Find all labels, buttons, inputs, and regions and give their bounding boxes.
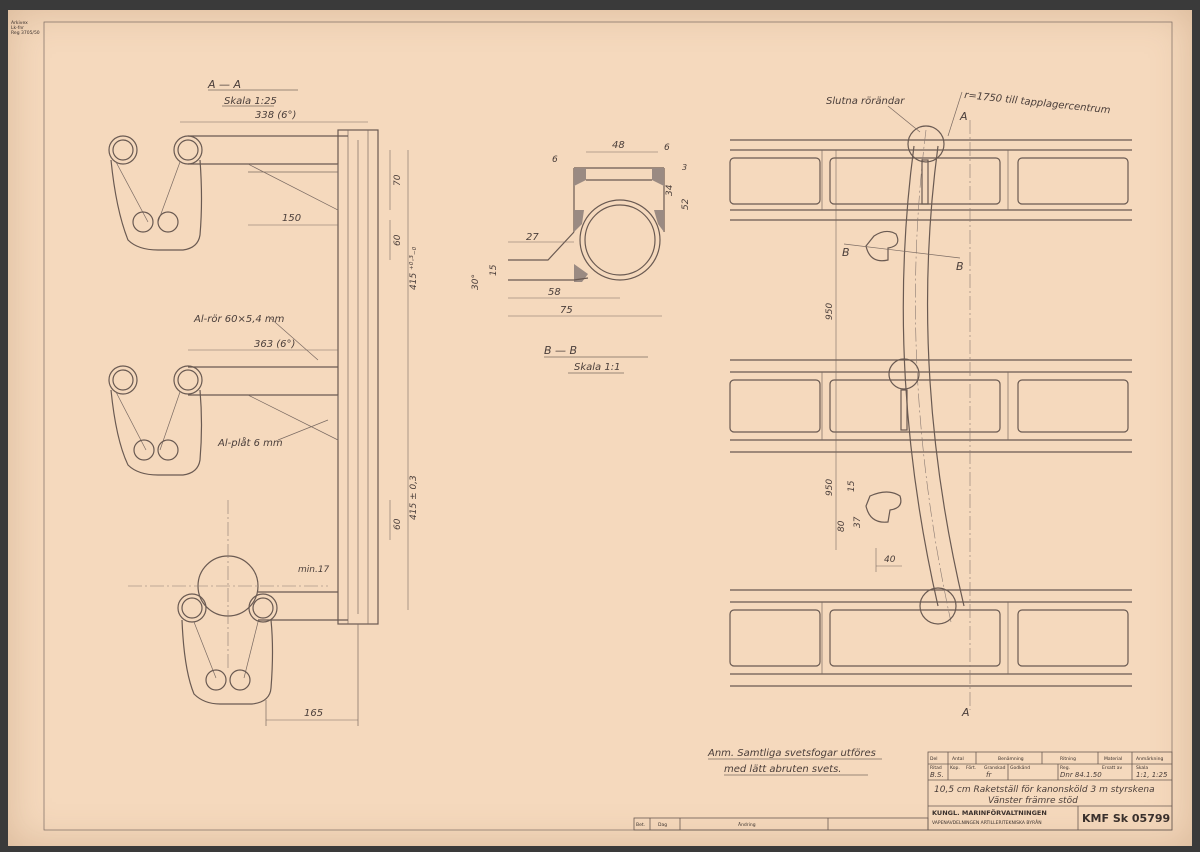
dim-27: 27: [526, 232, 539, 243]
drawing-sheet: Arkivex Lk-fnr Reg 3705/50 A — A Skala 1…: [8, 10, 1192, 846]
label-closed-ends: Slutna rörändar: [826, 96, 905, 107]
dim-60-bottom: 60: [393, 518, 403, 530]
tb-r-ersatt: Ersatt av: [1102, 765, 1123, 771]
side-view: A A B B Slutna rörändar r=1750 till tapp…: [729, 90, 1132, 719]
rev-h-dag: Dag: [658, 822, 667, 828]
tb-h-antal: Antal: [952, 756, 964, 762]
mark-a-top: A: [959, 110, 968, 123]
technical-drawing: Arkivex Lk-fnr Reg 3705/50 A — A Skala 1…: [11, 20, 1173, 831]
tb-v-granskad: fr: [986, 771, 992, 779]
stamp-line-2: Lk-fnr: [11, 25, 24, 31]
note-line-1: Anm. Samtliga svetsfogar utföres: [707, 748, 876, 759]
dim-150: 150: [282, 213, 301, 224]
rev-h-bet: Bet.: [636, 822, 645, 828]
mark-b-right: B: [956, 260, 964, 273]
section-aa-scale: Skala 1:25: [224, 96, 277, 107]
tb-r-reg: Reg.: [1060, 765, 1070, 771]
dim-80-side: 80: [837, 520, 847, 532]
dim-165: 165: [304, 708, 323, 719]
tb-h-material: Material: [1104, 756, 1122, 762]
tb-r-ritad: Ritad: [930, 765, 942, 771]
tb-r-kop: Kop.: [950, 765, 960, 771]
dim-950-bottom: 950: [825, 479, 835, 496]
sheet-border: [43, 21, 1173, 831]
dim-6-left: 6: [552, 155, 558, 165]
section-bb-scale: Skala 1:1: [574, 362, 620, 373]
dim-338: 338 (6°): [255, 110, 296, 121]
dim-6-right: 6: [664, 143, 670, 153]
dim-48: 48: [612, 140, 625, 151]
stamp-line-1: Arkivex: [11, 20, 28, 26]
tb-drawing-number: KMF Sk 05799: [1082, 812, 1170, 825]
section-bb-title: B — B: [544, 344, 577, 357]
tb-title-line-2: Vänster främre stöd: [988, 796, 1078, 806]
dim-15: 15: [489, 264, 499, 276]
dim-75: 75: [560, 305, 573, 316]
label-radius: r=1750 till tapplagercentrum: [964, 90, 1112, 116]
mark-b-left: B: [842, 246, 850, 259]
dim-60-top: 60: [393, 234, 403, 246]
section-aa-view: A — A Skala 1:25 338 (6°) 150: [108, 78, 419, 726]
tb-v-skala: 1:1, 1:25: [1136, 771, 1168, 779]
dim-950-top: 950: [825, 303, 835, 320]
label-al-plate: Al-plåt 6 mm: [217, 436, 283, 449]
dim-70: 70: [393, 174, 403, 186]
tb-r-godkand: Godkänd: [1010, 765, 1030, 771]
tb-org-line-2: VAPENAVDELNINGEN ARTILLERITEKNISKA BYRÅN: [932, 819, 1042, 826]
tb-v-ritad: B.S.: [930, 771, 944, 779]
mark-a-bottom: A: [961, 706, 970, 719]
dim-58: 58: [548, 287, 561, 298]
tb-h-del: Del: [930, 756, 937, 762]
tb-org-line-1: KUNGL. MARINFÖRVALTNINGEN: [932, 808, 1047, 817]
tb-r-granskad: Granskad: [984, 765, 1006, 771]
section-aa-title: A — A: [207, 78, 241, 91]
label-al-tube: Al-rör 60×5,4 mm: [193, 314, 285, 325]
tb-r-fort: Fört.: [966, 765, 976, 771]
dim-40-side: 40: [884, 555, 896, 565]
tb-h-benamning: Benämning: [998, 756, 1024, 762]
tb-title-line-1: 10,5 cm Raketställ för kanonsköld 3 m st…: [934, 785, 1155, 795]
stamp-line-3: Reg 3705/50: [11, 30, 40, 36]
dim-37-side: 37: [853, 516, 863, 528]
tb-h-anmarkning: Anmärkning: [1136, 756, 1163, 762]
dim-363: 363 (6°): [254, 339, 295, 350]
dim-15-side: 15: [847, 480, 857, 492]
label-min-17: min.17: [298, 565, 330, 575]
note-line-2: med lätt abruten svets.: [724, 764, 841, 775]
title-block: Del Antal Benämning Ritning Material Anm…: [633, 751, 1173, 831]
dim-3: 3: [682, 163, 687, 172]
tb-h-ritning: Ritning: [1060, 756, 1076, 762]
dim-52: 52: [681, 198, 691, 210]
rev-h-andring: Ändring: [738, 821, 756, 828]
dim-34: 34: [665, 184, 675, 196]
tb-v-reg: Dnr 84.1.50: [1060, 771, 1102, 779]
dim-30deg: 30°: [471, 274, 481, 290]
tb-r-skala: Skala: [1136, 765, 1148, 771]
dim-415-bottom: 415 ± 0,3: [409, 475, 419, 520]
section-bb-view: 48 6 6 3 34 52 27 15 30° 58 75 B — B Ska…: [471, 140, 691, 374]
dim-415-top: 415 ⁺⁰·³₋₀: [409, 246, 419, 290]
